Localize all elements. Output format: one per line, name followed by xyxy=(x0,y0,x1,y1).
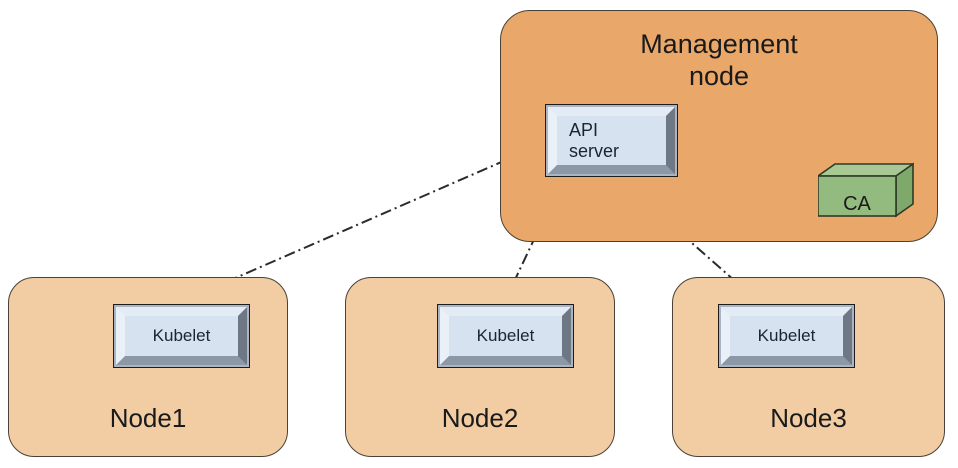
management-node-title: Management node xyxy=(640,29,798,91)
kubelet-label-2: Kubelet xyxy=(476,326,535,346)
kubelet-bevel-3 xyxy=(721,307,852,365)
ca-box-label: CA xyxy=(843,193,871,215)
kubelet-bevel-1 xyxy=(116,307,247,365)
kubelet-box-2[interactable]: Kubelet xyxy=(437,304,574,368)
ca-box-front-face xyxy=(818,175,897,217)
ca-box[interactable]: CA xyxy=(818,162,914,218)
kubelet-label-1: Kubelet xyxy=(152,326,211,346)
api-server-bevel xyxy=(548,107,675,174)
kubelet-box-3[interactable]: Kubelet xyxy=(718,304,855,368)
worker-node-title-3: Node3 xyxy=(770,403,847,434)
worker-node-title-1: Node1 xyxy=(109,403,187,434)
kubelet-label-3: Kubelet xyxy=(757,326,816,346)
api-server-box[interactable]: API server xyxy=(545,104,678,177)
kubelet-bevel-2 xyxy=(440,307,571,365)
api-server-label: API server xyxy=(569,119,620,161)
kubelet-box-1[interactable]: Kubelet xyxy=(113,304,250,368)
worker-node-title-2: Node2 xyxy=(441,403,519,434)
